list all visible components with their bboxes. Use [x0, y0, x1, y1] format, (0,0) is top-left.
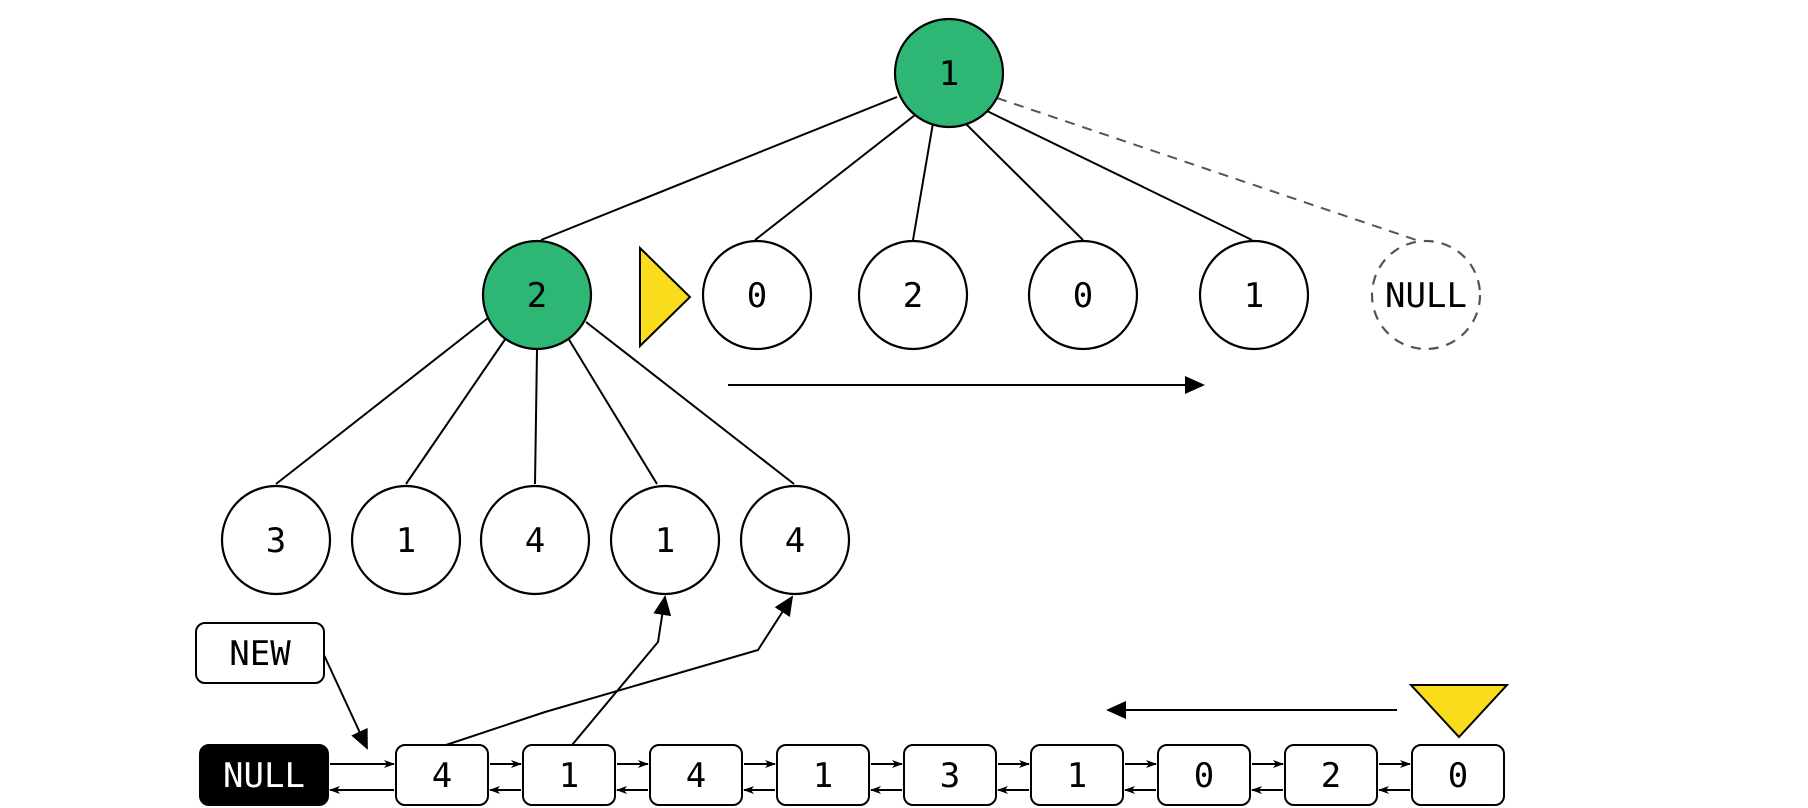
level2-node: 4 — [479, 484, 591, 596]
edge-node2-to-leaf-4 — [567, 337, 658, 485]
edge-root-to-null — [996, 97, 1435, 247]
list-to-leaf-pointer-arrow — [445, 595, 794, 746]
edge-root-to-child-3 — [912, 122, 934, 241]
list-node-box — [1284, 744, 1378, 806]
level2-node-label: 3 — [266, 521, 286, 561]
list-node-label: 1 — [1067, 756, 1087, 796]
level2-node-circle — [609, 484, 721, 596]
list-to-leaf-pointer-arrow — [571, 595, 672, 746]
level1-node: 2 — [481, 239, 593, 351]
level2-node-circle — [479, 484, 591, 596]
level2-node: 1 — [609, 484, 721, 596]
level1-node-label: 2 — [903, 276, 923, 316]
list-node-box — [395, 744, 489, 806]
list-node: 0 — [1157, 744, 1251, 806]
level1-node-label: 2 — [527, 276, 547, 316]
list-node-box — [776, 744, 870, 806]
level2-node-circle — [220, 484, 332, 596]
level2-node: 1 — [350, 484, 462, 596]
list-node-box — [1411, 744, 1505, 806]
level1-node: 0 — [701, 239, 813, 351]
edge-root-to-child-5 — [984, 109, 1253, 241]
level1-node-circle — [1027, 239, 1139, 351]
list-node-box — [1157, 744, 1251, 806]
tree-cursor-pointer-icon — [639, 245, 692, 349]
level2-node: 4 — [739, 484, 851, 596]
edge-root-to-child-1 — [540, 96, 898, 241]
null-node-circle — [1370, 239, 1482, 351]
list-node: 0 — [1411, 744, 1505, 806]
level2-node-label: 1 — [655, 521, 675, 561]
list-node: 4 — [395, 744, 489, 806]
list-node-box — [522, 744, 616, 806]
list-node-label: 4 — [432, 756, 452, 796]
list-node: 1 — [522, 744, 616, 806]
list-node-box — [1030, 744, 1124, 806]
null-head-label: NULL — [223, 756, 305, 796]
level2-node-circle — [350, 484, 462, 596]
level1-node-circle — [481, 239, 593, 351]
edge-node2-to-leaf-5 — [585, 321, 795, 485]
null-head-box — [199, 744, 329, 806]
level1-node-circle — [701, 239, 813, 351]
list-node-box — [649, 744, 743, 806]
root-circle — [893, 17, 1005, 129]
level1-node: 2 — [857, 239, 969, 351]
level1-node: 0 — [1027, 239, 1139, 351]
edge-root-to-child-4 — [964, 122, 1084, 241]
new-box — [195, 622, 325, 684]
level2-node-circle — [739, 484, 851, 596]
list-node-label: 0 — [1448, 756, 1468, 796]
list-node-label: 0 — [1194, 756, 1214, 796]
list-node-label: 3 — [940, 756, 960, 796]
list-node-label: 1 — [813, 756, 833, 796]
list-node-label: 4 — [686, 756, 706, 796]
list-node-label: 1 — [559, 756, 579, 796]
list-node: 2 — [1284, 744, 1378, 806]
list-node-label: 2 — [1321, 756, 1341, 796]
root-label: 1 — [939, 54, 959, 94]
new-insert-arrow — [323, 654, 368, 750]
level1-node-label: 1 — [1244, 276, 1264, 316]
list-node: 1 — [1030, 744, 1124, 806]
level1-node-label: 0 — [747, 276, 767, 316]
tree-level2: 3 1 4 1 4 — [220, 484, 851, 596]
list-null-head: NULL — [199, 744, 329, 806]
new-label-box: NEW — [195, 622, 325, 684]
edge-node2-to-leaf-2 — [405, 337, 507, 485]
edge-node2-to-leaf-3 — [534, 349, 538, 485]
level1-node: 1 — [1198, 239, 1310, 351]
tree-root-node: 1 — [893, 17, 1005, 129]
edge-node2-to-leaf-1 — [275, 317, 489, 485]
tree-level1: 2 0 2 0 1 NULL — [481, 239, 1482, 351]
list-cursor-pointer-icon — [1408, 684, 1510, 739]
level1-node-circle — [857, 239, 969, 351]
list-node: 4 — [649, 744, 743, 806]
level1-node-label: 0 — [1073, 276, 1093, 316]
edge-root-to-child-2 — [754, 114, 916, 241]
level2-node-label: 4 — [525, 521, 545, 561]
list-node: 3 — [903, 744, 997, 806]
new-label: NEW — [229, 634, 291, 674]
list-node: 1 — [776, 744, 870, 806]
null-node-label: NULL — [1385, 276, 1467, 316]
level2-node-label: 4 — [785, 521, 805, 561]
tree-edges — [275, 96, 1435, 485]
level1-null-node: NULL — [1370, 239, 1482, 351]
level2-node: 3 — [220, 484, 332, 596]
level2-node-label: 1 — [396, 521, 416, 561]
linked-list: NULL 4 1 4 1 3 — [199, 744, 1505, 806]
level1-node-circle — [1198, 239, 1310, 351]
list-node-box — [903, 744, 997, 806]
